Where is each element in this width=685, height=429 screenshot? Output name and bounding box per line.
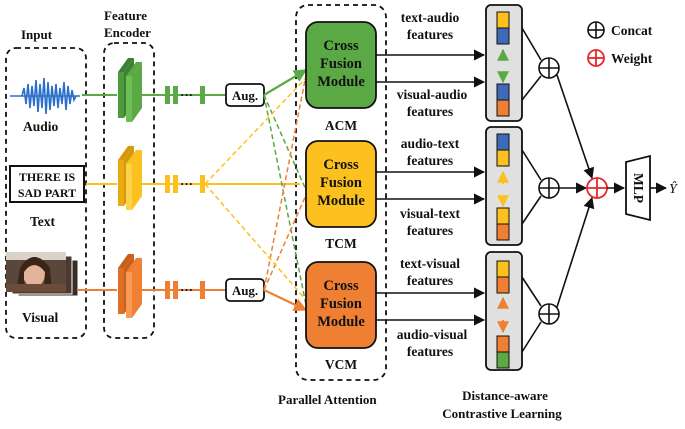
input-title: Input — [21, 27, 53, 42]
visual-aug-label: Aug. — [232, 283, 258, 298]
acm-line-1: Cross — [323, 38, 359, 54]
tcm-line-3: Module — [317, 193, 365, 209]
mlp-label: MLP — [631, 173, 646, 203]
feature-encoder-title-1: Feature — [104, 8, 147, 23]
audio-visual-label-1: audio-visual — [397, 327, 468, 342]
cross-connections — [204, 69, 308, 311]
audio-input-label: Audio — [23, 119, 59, 134]
legend-weight-label: Weight — [611, 51, 653, 66]
input-group-box — [5, 47, 87, 339]
feature-encoder-group-box — [103, 42, 155, 339]
parallel-attention-group-box — [295, 4, 387, 381]
visual-audio-label-1: visual-audio — [397, 87, 468, 102]
vcm-line-2: Fusion — [320, 296, 362, 312]
text-token-bars — [142, 175, 300, 193]
module-output-arrows — [376, 49, 486, 326]
text-visual-label-1: text-visual — [400, 256, 460, 271]
audio-text-label-1: audio-text — [401, 136, 460, 151]
tcm-name: TCM — [325, 236, 357, 251]
parallel-attention-title: Parallel Attention — [278, 392, 377, 407]
vcm-contrast-panel — [485, 251, 523, 371]
acm-contrast-panel — [485, 4, 523, 122]
text-input-line-1: THERE IS — [19, 170, 76, 184]
audio-ellipsis: ··· — [180, 87, 193, 102]
audio-aug-label: Aug. — [232, 88, 258, 103]
visual-frames-image — [6, 252, 79, 297]
dacl-title-1: Distance-aware — [462, 388, 548, 403]
visual-encoder-block — [118, 254, 142, 318]
legend-weight: Weight — [587, 49, 653, 67]
legend-concat-label: Concat — [611, 23, 653, 38]
vcm-module: Cross Fusion Module — [305, 261, 377, 349]
text-ellipsis: ··· — [180, 176, 193, 191]
audio-waveform-icon — [10, 77, 80, 115]
vcm-line-1: Cross — [323, 278, 359, 294]
dacl-title-2: Contrastive Learning — [442, 406, 562, 421]
concat-to-weight-arrows — [556, 74, 595, 308]
acm-module: Cross Fusion Module — [305, 21, 377, 109]
audio-token-bars — [142, 86, 226, 104]
audio-text-label-2: features — [407, 153, 453, 168]
panel-to-concat-lines — [521, 27, 542, 353]
feature-encoder-title-2: Encoder — [104, 25, 151, 40]
audio-visual-label-2: features — [407, 344, 453, 359]
text-input-line-2: SAD PART — [18, 186, 76, 200]
weight-symbol — [586, 177, 608, 199]
visual-text-label-2: features — [407, 223, 453, 238]
visual-text-label-1: visual-text — [400, 206, 460, 221]
visual-audio-label-2: features — [407, 104, 453, 119]
text-visual-label-2: features — [407, 273, 453, 288]
acm-line-2: Fusion — [320, 56, 362, 72]
legend-concat: Concat — [587, 21, 653, 39]
tcm-line-2: Fusion — [320, 175, 362, 191]
text-input-label: Text — [30, 214, 56, 229]
output-label: Ŷ — [669, 180, 679, 197]
tcm-contrast-panel — [485, 126, 523, 246]
vcm-line-3: Module — [317, 314, 365, 330]
acm-name: ACM — [325, 118, 357, 133]
concat-symbol-tcm — [538, 177, 560, 199]
vcm-name: VCM — [325, 357, 357, 372]
acm-line-3: Module — [317, 74, 365, 90]
text-audio-label-2: features — [407, 27, 453, 42]
tcm-module: Cross Fusion Module — [305, 140, 377, 228]
audio-encoder-block — [118, 58, 142, 122]
text-encoder-block — [118, 146, 142, 210]
text-audio-label-1: text-audio — [401, 10, 460, 25]
tcm-line-1: Cross — [323, 157, 359, 173]
concat-symbol-vcm — [538, 303, 560, 325]
concat-symbol-acm — [538, 57, 560, 79]
visual-input-label: Visual — [22, 310, 59, 325]
mlp-block: MLP — [625, 154, 651, 222]
text-input-box — [9, 165, 85, 203]
visual-token-bars — [142, 281, 226, 299]
visual-ellipsis: ··· — [180, 282, 193, 297]
